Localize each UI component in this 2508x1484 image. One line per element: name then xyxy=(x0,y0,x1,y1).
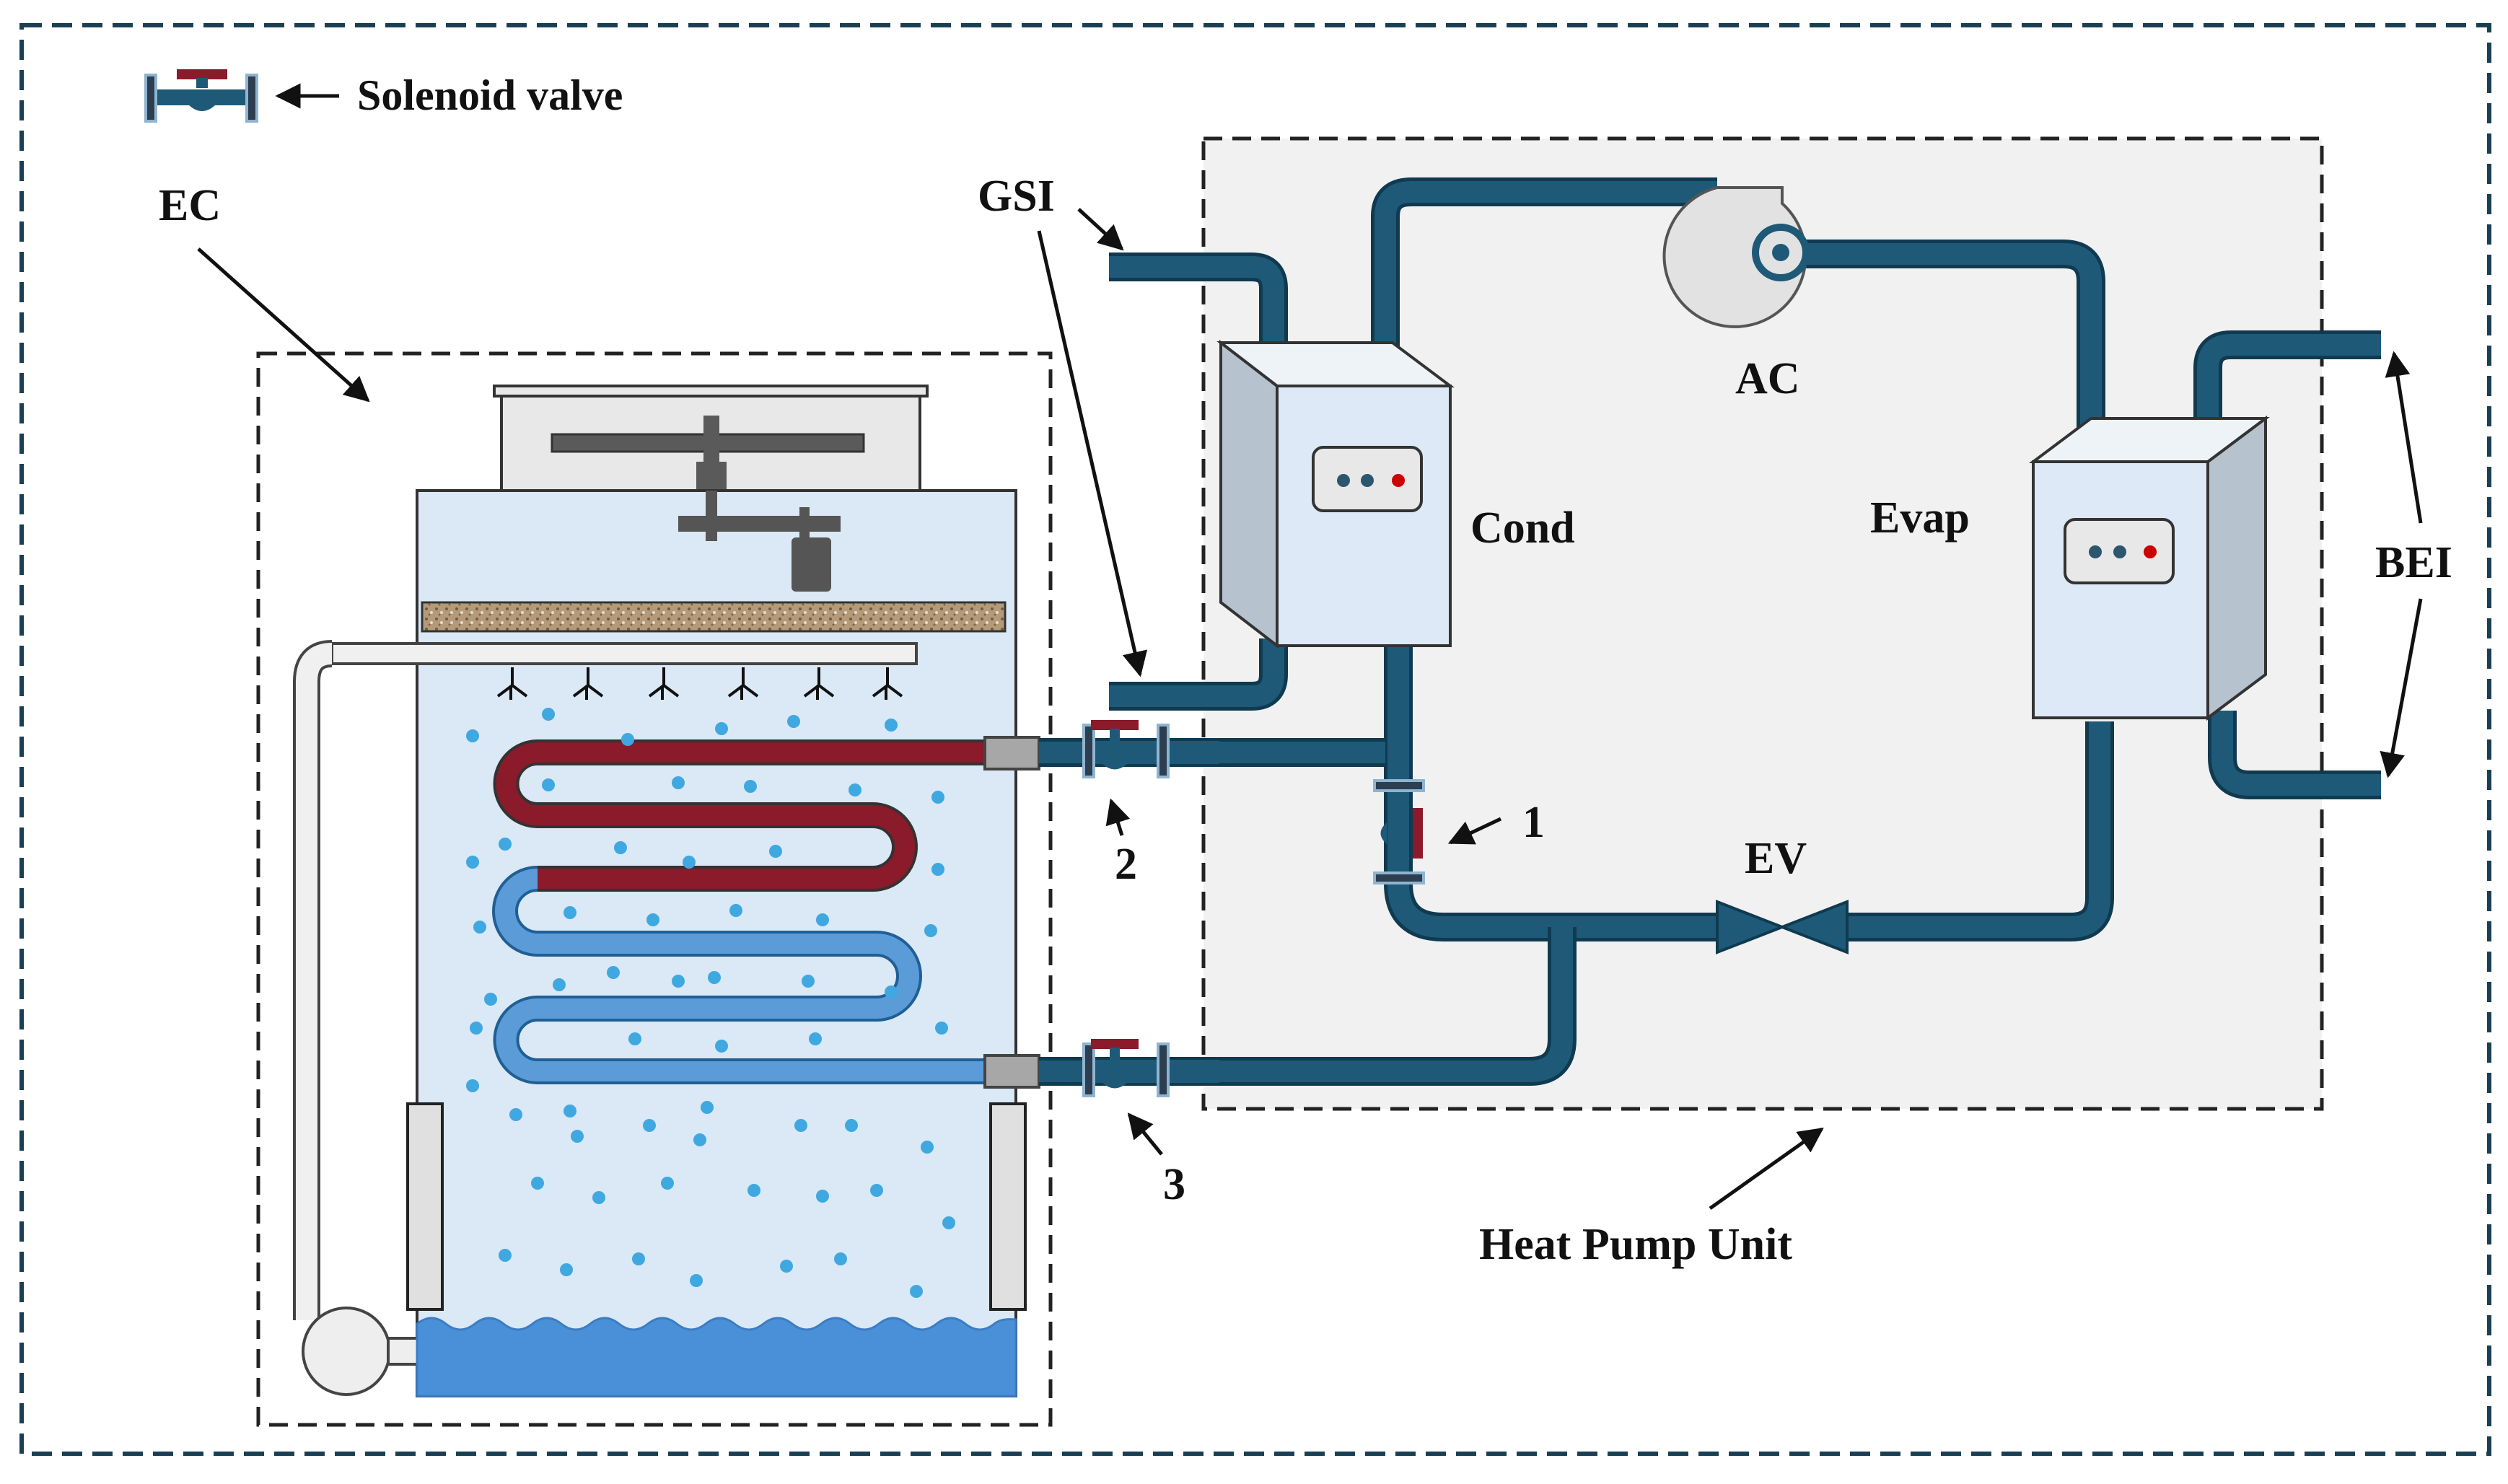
evaporative-condenser xyxy=(293,385,1040,1397)
water-droplets xyxy=(466,708,955,1298)
label-evap: Evap xyxy=(1870,493,1970,543)
label-valve-3: 3 xyxy=(1163,1160,1185,1209)
gsi-arrow-top xyxy=(1077,208,1124,251)
left-louver xyxy=(406,1102,444,1311)
heat-pump-arrow xyxy=(1709,1127,1824,1211)
hot-coil xyxy=(493,739,985,892)
label-heat-pump-unit: Heat Pump Unit xyxy=(1479,1220,1792,1269)
ec-frame xyxy=(256,351,1053,1427)
fan-motor xyxy=(792,537,831,592)
solenoid-valve-1[interactable] xyxy=(1373,779,1425,884)
evaporator-box[interactable] xyxy=(2029,416,2270,721)
label-bei: BEI xyxy=(2375,538,2452,587)
bei-arrow-top xyxy=(2385,351,2423,524)
label-valve-1: 1 xyxy=(1522,798,1545,847)
compressor-icon[interactable] xyxy=(1662,186,1810,328)
fan-icon xyxy=(551,416,865,491)
condenser-box[interactable] xyxy=(1216,339,1455,649)
label-gsi: GSI xyxy=(978,172,1055,221)
annotation-arrows xyxy=(197,208,2423,1211)
coil-outlet-cold xyxy=(983,1054,1040,1089)
valve-1-arrow xyxy=(1447,817,1502,845)
label-ev: EV xyxy=(1745,834,1807,883)
coil-outlet-hot xyxy=(983,736,1040,770)
solenoid-valve-icon xyxy=(144,69,258,123)
label-ac: AC xyxy=(1735,354,1800,403)
legend-label: Solenoid valve xyxy=(357,71,623,119)
expansion-valve-icon[interactable] xyxy=(1716,900,1849,954)
label-cond: Cond xyxy=(1470,504,1575,553)
legend: Solenoid valve xyxy=(144,69,623,123)
gsi-arrow-bottom xyxy=(1037,230,1148,677)
pump-icon xyxy=(302,1307,391,1396)
ec-arrow xyxy=(197,247,370,403)
solenoid-valve-2[interactable] xyxy=(1082,720,1219,778)
right-louver xyxy=(989,1102,1027,1311)
spray-header xyxy=(330,642,918,700)
fill-media xyxy=(421,601,1007,633)
valve-2-arrow xyxy=(1105,798,1131,836)
bei-arrow-bottom xyxy=(2380,598,2423,778)
valve-3-arrow xyxy=(1127,1112,1163,1156)
water-basin xyxy=(416,1317,1017,1397)
cold-coil xyxy=(492,866,985,1084)
label-ec: EC xyxy=(159,181,221,230)
outer-frame xyxy=(19,23,2491,1456)
label-valve-2: 2 xyxy=(1115,840,1137,889)
solenoid-valve-3[interactable] xyxy=(1082,1039,1219,1097)
